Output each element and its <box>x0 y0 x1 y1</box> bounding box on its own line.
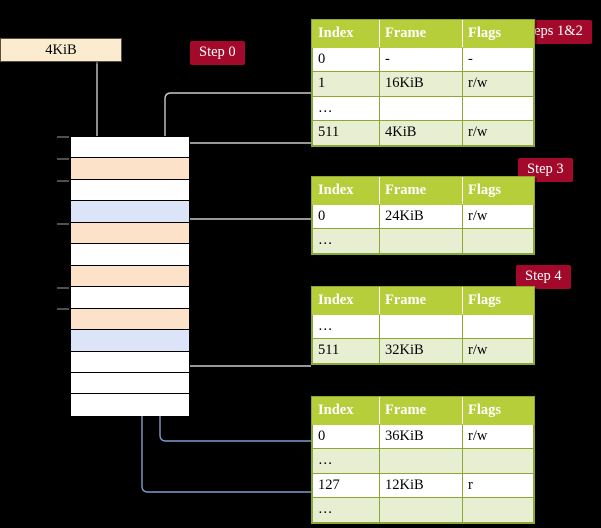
cell-frame: 12KiB <box>379 472 463 498</box>
cell-index: 0 <box>312 423 380 449</box>
column-header-frame: Frame <box>379 177 463 205</box>
table-row: … <box>312 313 534 339</box>
cell-index: … <box>312 95 380 121</box>
memory-frame-slot <box>71 351 189 373</box>
cell-frame <box>379 95 463 121</box>
table-row: … <box>312 228 534 254</box>
badge-step-0: Step 0 <box>190 41 245 65</box>
memory-frame-slot <box>71 244 189 266</box>
memory-frame-slot <box>71 372 189 395</box>
memory-frame-slot <box>71 201 189 223</box>
cell-flags: r/w <box>462 120 534 146</box>
cell-flags: r/w <box>462 71 534 97</box>
memory-frame-slot <box>71 394 189 416</box>
column-header-index: Index <box>312 397 380 425</box>
column-header-flags: Flags <box>462 287 534 315</box>
cell-frame: - <box>379 46 463 72</box>
cell-index: 0 <box>312 203 380 229</box>
memory-frame-slot <box>71 287 189 309</box>
frame-tick <box>57 223 69 225</box>
cell-frame: 36KiB <box>379 423 463 449</box>
cell-flags <box>462 228 534 254</box>
column-header-index: Index <box>312 287 380 315</box>
memory-frame-slot <box>71 222 189 245</box>
cell-flags <box>462 313 534 339</box>
cell-flags: r/w <box>462 203 534 229</box>
cell-frame: 24KiB <box>379 203 463 229</box>
cell-frame: 32KiB <box>379 338 463 364</box>
memory-frame-slot <box>71 158 189 180</box>
column-header-index: Index <box>312 177 380 205</box>
frame-tick <box>57 287 69 289</box>
cell-index: … <box>312 497 380 523</box>
cell-index: … <box>312 228 380 254</box>
column-header-index: Index <box>312 20 380 48</box>
cell-frame: 4KiB <box>379 120 463 146</box>
physical-memory-column <box>70 136 190 416</box>
cell-frame: 16KiB <box>379 71 463 97</box>
cell-frame <box>379 448 463 474</box>
frame-tick <box>57 308 69 310</box>
cell-index: … <box>312 448 380 474</box>
cell-flags <box>462 95 534 121</box>
table-row: … <box>312 448 534 474</box>
cell-frame <box>379 313 463 339</box>
badge-step-4: Step 4 <box>516 265 571 289</box>
source-frame-label: 4KiB <box>45 41 77 58</box>
column-header-frame: Frame <box>379 397 463 425</box>
source-frame-box: 4KiB <box>0 38 122 62</box>
cell-index: 1 <box>312 71 380 97</box>
cell-flags <box>462 448 534 474</box>
memory-frame-slot <box>71 308 189 331</box>
table-row: 0-- <box>312 46 534 72</box>
memory-frame-slot <box>71 330 189 352</box>
frame-tick <box>57 136 69 138</box>
memory-frame-slot <box>71 137 189 159</box>
cell-index: 127 <box>312 472 380 498</box>
cell-flags: r/w <box>462 423 534 449</box>
table-row: … <box>312 95 534 121</box>
cell-flags: r/w <box>462 338 534 364</box>
cell-flags: r <box>462 472 534 498</box>
cell-flags <box>462 497 534 523</box>
column-header-frame: Frame <box>379 287 463 315</box>
cell-index: … <box>312 313 380 339</box>
cell-index: 0 <box>312 46 380 72</box>
memory-frame-slot <box>71 265 189 288</box>
frame-tick <box>57 158 69 160</box>
table-row: … <box>312 497 534 523</box>
column-header-flags: Flags <box>462 20 534 48</box>
column-header-frame: Frame <box>379 20 463 48</box>
cell-index: 511 <box>312 120 380 146</box>
column-header-flags: Flags <box>462 177 534 205</box>
cell-index: 511 <box>312 338 380 364</box>
cell-frame <box>379 228 463 254</box>
column-header-flags: Flags <box>462 397 534 425</box>
badge-step-3: Step 3 <box>518 158 573 182</box>
frame-tick <box>57 180 69 182</box>
memory-frame-slot <box>71 179 189 202</box>
cell-frame <box>379 497 463 523</box>
cell-flags: - <box>462 46 534 72</box>
